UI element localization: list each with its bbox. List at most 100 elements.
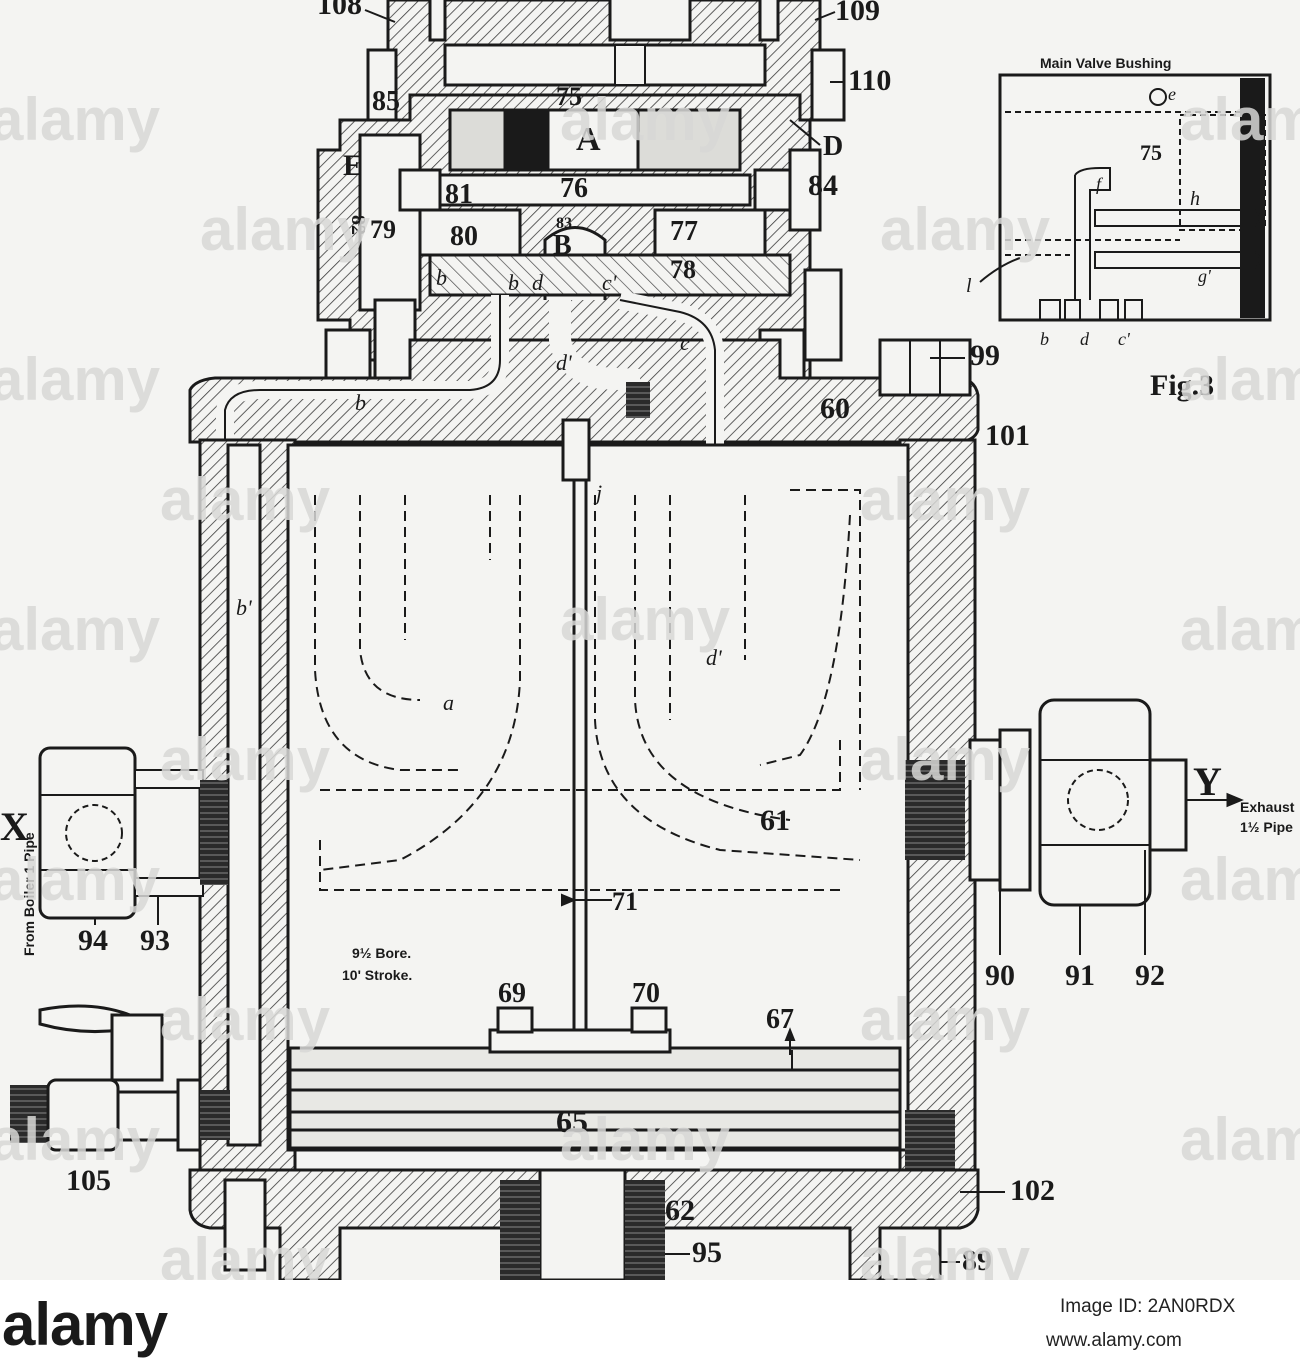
svg-text:alamy: alamy [880, 196, 1051, 263]
engine-cylinder-drawing: 108 109 110 75 85 A D E 82 81 76 84 79 8… [0, 0, 1300, 1280]
svg-text:alamy: alamy [200, 196, 371, 263]
label-83: 83 [556, 215, 572, 232]
label-d-prime-1: d' [556, 350, 572, 375]
svg-text:alamy: alamy [0, 596, 161, 663]
label-81: 81 [445, 179, 473, 210]
label-65: 65 [556, 1103, 588, 1139]
label-j: j [593, 480, 602, 505]
label-from-boiler: From Boiler 1 Pipe [21, 832, 37, 956]
image-id: Image ID: 2AN0RDX [1060, 1296, 1236, 1317]
label-d-prime-2: d' [706, 645, 722, 670]
exhaust-fitting [905, 698, 1244, 907]
svg-text:alamy: alamy [160, 986, 331, 1053]
steam-inlet-nut [38, 746, 228, 920]
label-91: 91 [1065, 959, 1095, 992]
fig3-label-d: d [1080, 329, 1090, 349]
label-89: 89 [962, 1244, 992, 1277]
label-B: B [553, 230, 572, 261]
label-70: 70 [632, 978, 660, 1009]
label-bore: 9½ Bore. [352, 945, 411, 961]
label-61: 61 [760, 804, 790, 837]
fig3-label-b: b [1040, 329, 1049, 349]
label-99: 99 [970, 339, 1000, 372]
label-79: 79 [370, 215, 396, 244]
svg-text:alamy: alamy [860, 1226, 1031, 1280]
fig3-title: Main Valve Bushing [1040, 55, 1171, 71]
label-exhaust: Exhaust [1240, 799, 1295, 815]
stock-logo-text: alamy [2, 1291, 168, 1358]
svg-text:alamy: alamy [1180, 846, 1300, 913]
label-D: D [823, 131, 843, 162]
label-exhaust-pipe: 1½ Pipe [1240, 819, 1293, 835]
cylinder-body [198, 418, 977, 1180]
label-E: E [343, 149, 363, 182]
svg-text:alamy: alamy [860, 726, 1031, 793]
label-d-1: d [532, 270, 544, 295]
fig3-label-l: l [966, 275, 972, 297]
label-69: 69 [498, 978, 526, 1009]
svg-text:alamy: alamy [0, 346, 161, 413]
label-67: 67 [766, 1004, 794, 1035]
label-110: 110 [848, 64, 891, 97]
label-c-prime: c' [602, 270, 617, 295]
label-95: 95 [692, 1236, 722, 1269]
svg-text:alamy: alamy [1180, 86, 1300, 153]
label-109: 109 [835, 0, 880, 27]
svg-text:alamy: alamy [0, 86, 161, 153]
drain-cock [10, 1004, 230, 1152]
fig3-label-e: e [1168, 84, 1176, 104]
label-b-1: b [436, 265, 447, 290]
fig3-label-c: c' [1118, 329, 1131, 349]
fig3-label-h: h [1190, 188, 1200, 210]
label-105: 105 [66, 1164, 111, 1197]
fig3-label-f: f [1096, 174, 1104, 194]
label-c: c [680, 330, 690, 355]
fig3-caption: Fig.3 [1150, 369, 1214, 402]
label-b-2: b [508, 270, 519, 295]
fig3-label-75: 75 [1140, 140, 1162, 165]
stock-url: www.alamy.com [1046, 1330, 1182, 1351]
label-93: 93 [140, 924, 170, 957]
label-108: 108 [317, 0, 362, 21]
label-84: 84 [808, 169, 838, 202]
label-76: 76 [560, 173, 588, 204]
svg-text:alamy: alamy [560, 86, 731, 153]
fig3-labels: Main Valve Bushing 75 e f h g' l b d c' … [966, 55, 1214, 402]
svg-text:alamy: alamy [1180, 596, 1300, 663]
label-Y: Y [1193, 759, 1222, 804]
svg-text:alamy: alamy [0, 1106, 161, 1173]
leader-lines [94, 9, 1146, 1263]
label-78: 78 [670, 255, 696, 284]
svg-text:alamy: alamy [1180, 1106, 1300, 1173]
svg-text:alamy: alamy [560, 586, 731, 653]
label-80: 80 [450, 221, 478, 252]
svg-text:alamy: alamy [1180, 346, 1300, 413]
label-102: 102 [1010, 1174, 1055, 1207]
svg-text:alamy: alamy [860, 466, 1031, 533]
label-a: a [443, 690, 454, 715]
label-b-prime: b' [236, 595, 252, 620]
fig3-label-g: g' [1198, 266, 1212, 286]
svg-text:alamy: alamy [160, 1226, 331, 1280]
label-94: 94 [78, 924, 108, 957]
label-90: 90 [985, 959, 1015, 992]
fig3-main-valve-bushing [979, 73, 1272, 322]
stock-footer: alamy Image ID: 2AN0RDX www.alamy.com [0, 1280, 1300, 1369]
svg-text:alamy: alamy [860, 986, 1031, 1053]
svg-text:alamy: alamy [160, 466, 331, 533]
label-X: X [0, 804, 29, 849]
label-71: 71 [612, 887, 638, 916]
cylinder-bottom-head [188, 1168, 980, 1280]
label-62: 62 [665, 1194, 695, 1227]
svg-text:alamy: alamy [160, 726, 331, 793]
label-60: 60 [820, 392, 850, 425]
label-b-3: b [355, 390, 366, 415]
label-82: 82 [347, 215, 369, 235]
label-101: 101 [985, 419, 1030, 452]
label-A: A [576, 121, 601, 158]
label-stroke: 10' Stroke. [342, 967, 412, 983]
svg-text:alamy: alamy [560, 1106, 731, 1173]
svg-text:alamy: alamy [0, 846, 161, 913]
label-92: 92 [1135, 959, 1165, 992]
